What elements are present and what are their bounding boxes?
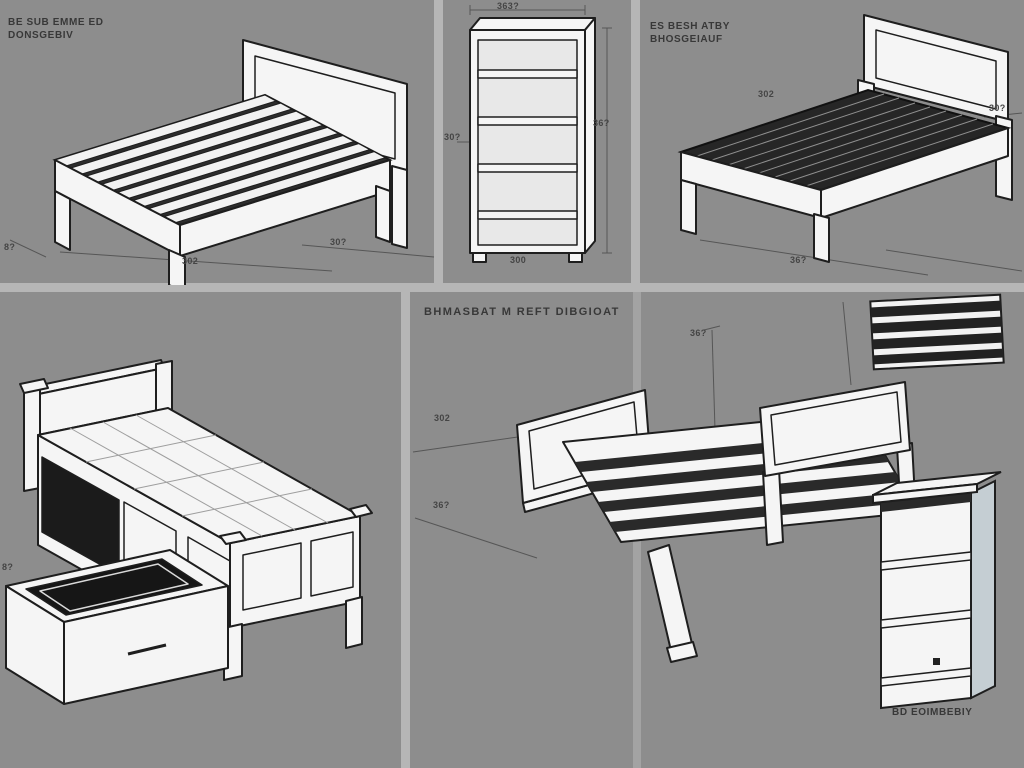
mattress-grid [69,414,329,537]
storage-bed-drawing [5,359,373,705]
divider-top-left [434,0,443,286]
bookcase-dim-right: 36? [593,118,610,128]
corner-post-caps [219,504,373,545]
rails-and-legs [680,127,1009,263]
bookcase-drawing [457,5,612,263]
top-left-dim-right: 30? [330,237,347,247]
divider-top-right [631,0,640,286]
double-bed-drawing [9,39,435,285]
divider-bottom-left [401,292,410,768]
top-left-dim-bottom: 302 [182,256,199,266]
bookcase-dim-top: 363? [497,1,520,11]
dimension-lines [457,5,612,254]
top-left-caption-line2: DONSGEBIV [8,30,74,41]
storage-bed-dim-left: 8? [2,562,14,572]
slat-lines [696,93,994,187]
top-left-caption: BE SUB EMME ED DONSGEBIV [8,16,104,42]
slat-stack [869,293,1005,371]
exploded-dim-upper: 302 [434,413,451,423]
exploded-parts-drawing [412,293,1005,710]
top-right-caption-line1: ES BESH ATBY [650,21,730,32]
top-right-caption: ES BESH ATBY BHOSGEIAUF [650,20,730,46]
nightstand-shelf [872,471,1002,710]
top-left-caption-line1: BE SUB EMME ED [8,17,104,28]
divider-horizontal [0,283,1024,292]
top-right-caption-line2: BHOSGEIAUF [650,34,723,45]
pulled-out-drawer [5,549,229,705]
single-bed-drawing [677,14,1023,276]
dimension-lines [9,239,435,272]
rails-and-legs [54,159,391,285]
exploded-dim-lower: 36? [433,500,450,510]
exploded-view-title: BHMASBAT M REFT DIBGIOAT [424,306,620,318]
bookcase-body [469,17,596,263]
bookcase-dim-left: 30? [444,132,461,142]
bookcase-dim-bottom: 300 [510,255,527,265]
bottom-right-caption: BD EOIMBEBIY [892,707,973,718]
side-rail-piece [647,544,698,663]
exploded-dim-vertical: 36? [690,328,707,338]
top-left-dim-left: 8? [4,242,16,252]
top-right-dim-top: 302 [758,89,775,99]
top-right-dim-right: 30? [989,103,1006,113]
top-right-dim-bottom: 36? [790,255,807,265]
